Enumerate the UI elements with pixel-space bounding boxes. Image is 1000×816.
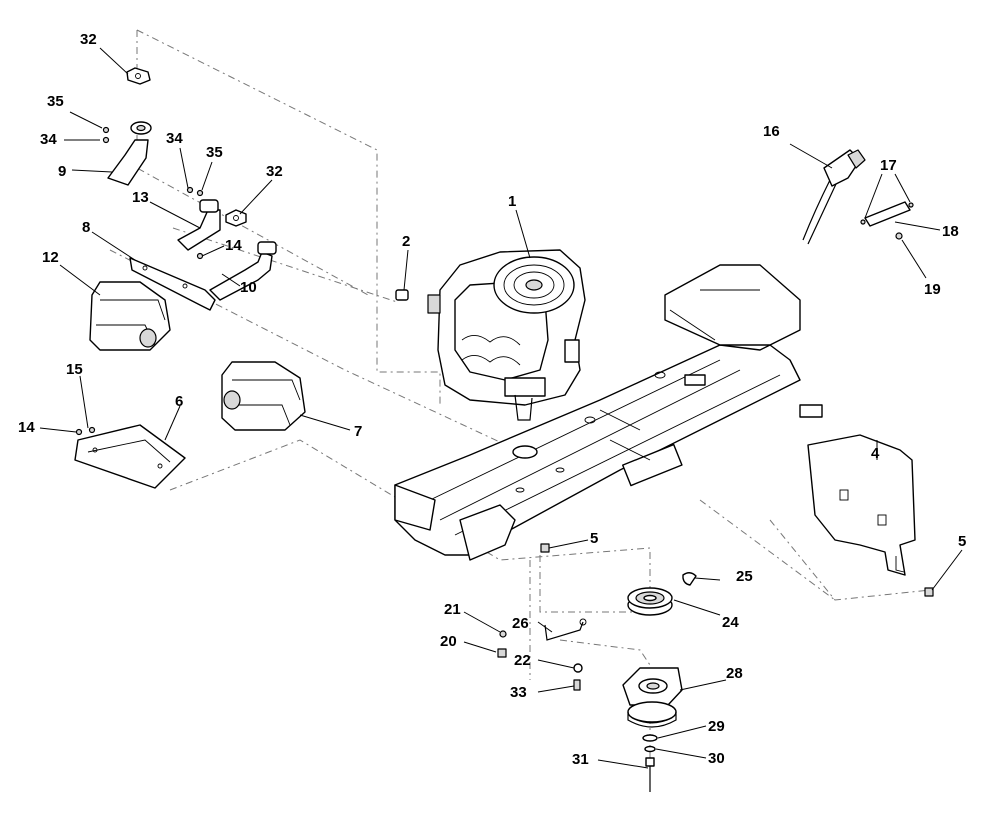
callout-35-left: 35 bbox=[47, 93, 64, 110]
muffler-left bbox=[89, 281, 171, 351]
callout-33: 33 bbox=[510, 684, 527, 701]
callout-35-middle: 35 bbox=[206, 144, 223, 161]
callout-10: 10 bbox=[240, 279, 257, 296]
muffler-right bbox=[221, 361, 306, 431]
brake-rod bbox=[544, 618, 587, 641]
clutch-hardware bbox=[642, 734, 658, 792]
callout-19: 19 bbox=[924, 281, 941, 298]
callout-9: 9 bbox=[58, 163, 66, 180]
callout-5-frame: 5 bbox=[590, 530, 598, 547]
callout-7: 7 bbox=[354, 423, 362, 440]
pulley-key bbox=[682, 572, 697, 586]
heat-shield bbox=[74, 424, 186, 489]
callout-22: 22 bbox=[514, 652, 531, 669]
callout-18: 18 bbox=[942, 223, 959, 240]
callout-29: 29 bbox=[708, 718, 725, 735]
callout-34-middle: 34 bbox=[166, 130, 183, 147]
callout-15: 15 bbox=[66, 361, 83, 378]
callout-31: 31 bbox=[572, 751, 589, 768]
exhaust-pipe-13 bbox=[177, 199, 221, 251]
callout-16: 16 bbox=[763, 123, 780, 140]
leader-lines bbox=[39, 47, 963, 769]
tractor-frame bbox=[394, 264, 823, 561]
exhaust-pipe-9 bbox=[107, 121, 152, 186]
side-panel bbox=[807, 434, 916, 576]
callout-2: 2 bbox=[402, 233, 410, 250]
callout-28: 28 bbox=[726, 665, 743, 682]
cable-bracket bbox=[864, 201, 911, 227]
callout-14-lower: 14 bbox=[18, 419, 35, 436]
callout-13: 13 bbox=[132, 189, 149, 206]
callout-4: 4 bbox=[871, 445, 880, 462]
callout-24: 24 bbox=[722, 614, 739, 631]
callout-6: 6 bbox=[175, 393, 183, 410]
gasket-middle bbox=[225, 209, 247, 227]
gasket-top bbox=[126, 67, 151, 85]
callout-26: 26 bbox=[512, 615, 529, 632]
callout-21: 21 bbox=[444, 601, 461, 618]
callout-25: 25 bbox=[736, 568, 753, 585]
callout-8: 8 bbox=[82, 219, 90, 236]
callout-1: 1 bbox=[508, 193, 516, 210]
pulley bbox=[627, 587, 673, 616]
fasteners bbox=[75, 126, 934, 691]
callout-12: 12 bbox=[42, 249, 59, 266]
callout-34-left: 34 bbox=[40, 131, 57, 148]
throttle-cable bbox=[802, 149, 866, 245]
callout-30: 30 bbox=[708, 750, 725, 767]
callout-14-upper: 14 bbox=[225, 237, 242, 254]
exhaust-pipe-10 bbox=[209, 241, 277, 301]
callout-32-middle: 32 bbox=[266, 163, 283, 180]
callout-labels: 1 2 4 5 5 6 7 8 9 10 12 13 14 14 15 16 1… bbox=[18, 31, 966, 768]
callout-17: 17 bbox=[880, 157, 897, 174]
electric-clutch bbox=[622, 667, 683, 728]
muffler-bracket bbox=[129, 257, 216, 311]
callout-20: 20 bbox=[440, 633, 457, 650]
callout-5-panel: 5 bbox=[958, 533, 966, 550]
engine bbox=[427, 249, 586, 421]
callout-32-top: 32 bbox=[80, 31, 97, 48]
